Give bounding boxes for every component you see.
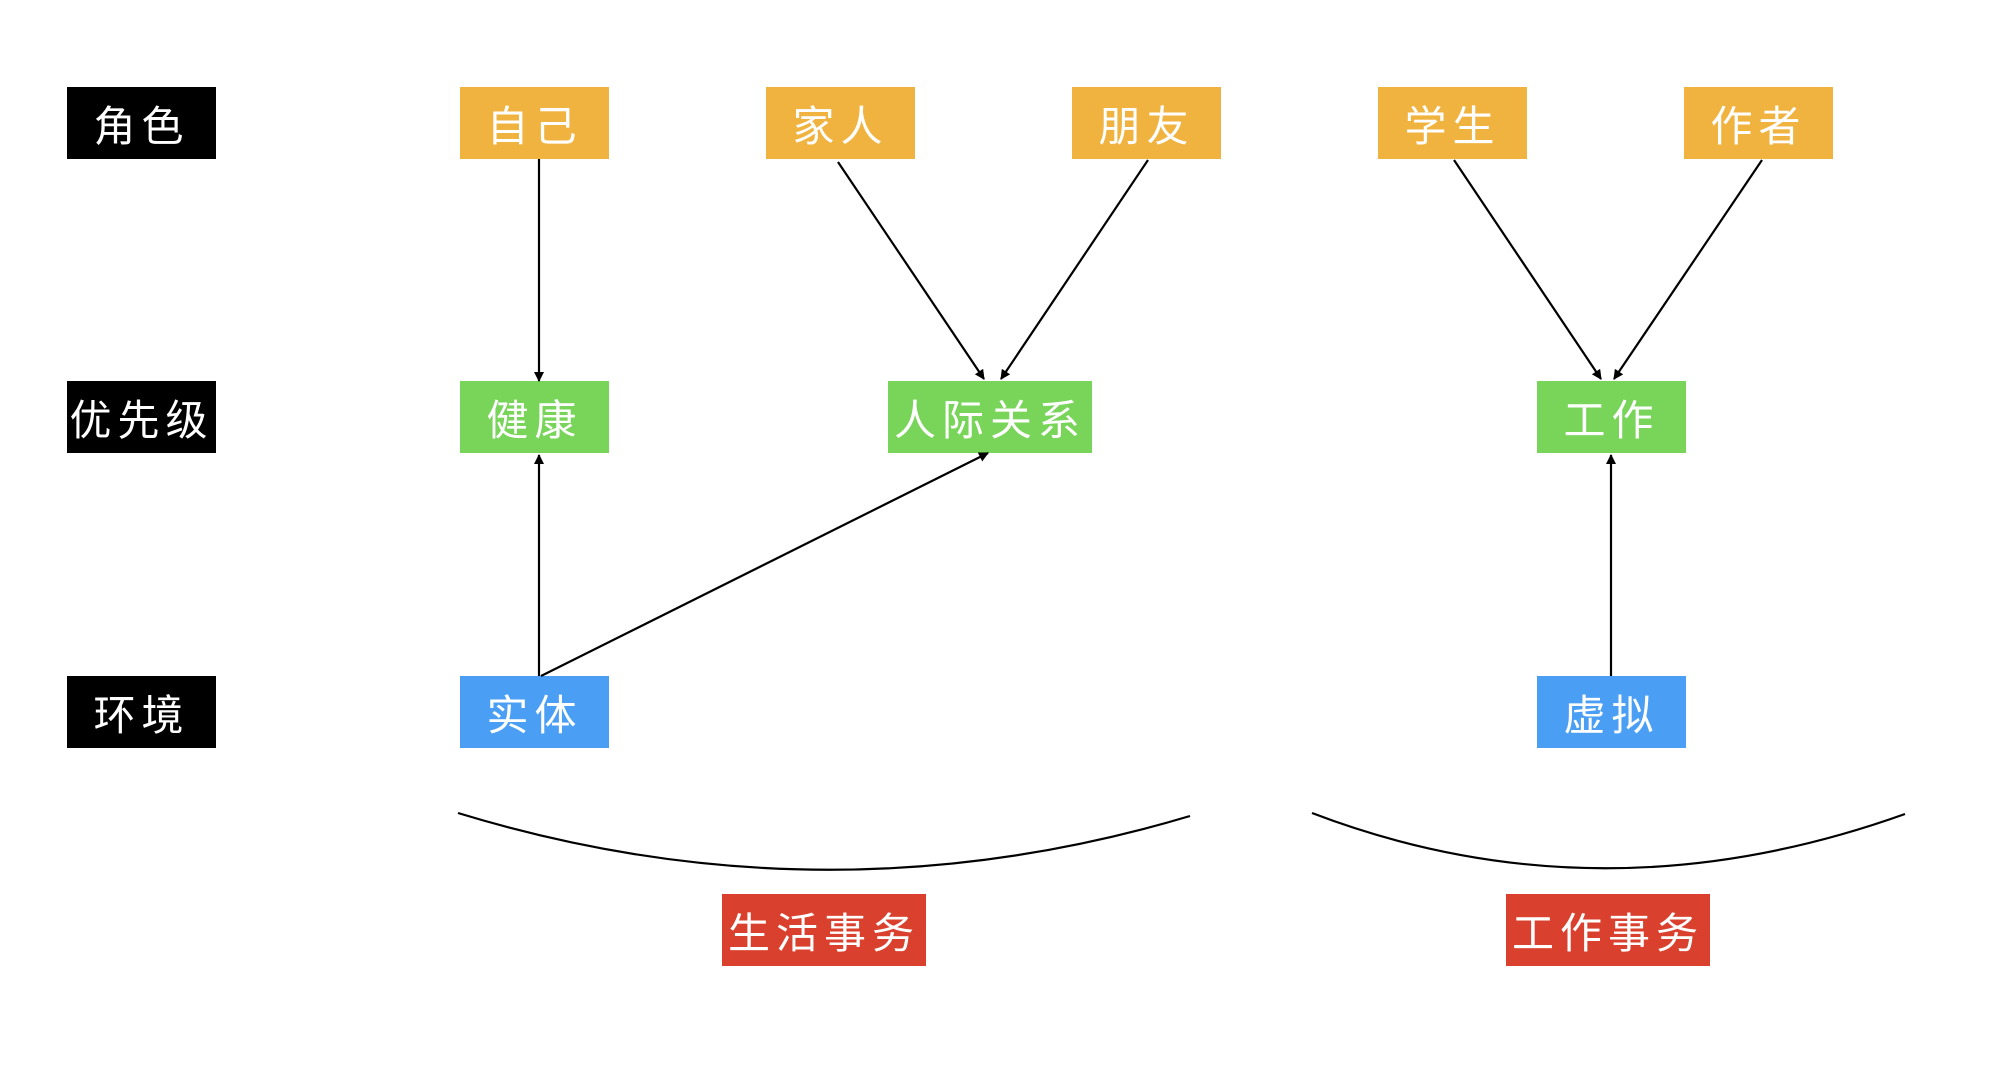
environment-physical: 实体 <box>460 676 609 748</box>
row-label-role: 角色 <box>67 87 216 159</box>
arrow-physical-to-relationships <box>540 452 989 677</box>
priority-work: 工作 <box>1537 381 1686 453</box>
role-friend: 朋友 <box>1072 87 1221 159</box>
role-family: 家人 <box>766 87 915 159</box>
role-author: 作者 <box>1684 87 1833 159</box>
life-brace <box>457 811 1191 871</box>
group-life-affairs: 生活事务 <box>722 894 926 966</box>
arrow-friend-to-relationships <box>1000 159 1149 380</box>
priority-relationships: 人际关系 <box>888 381 1092 453</box>
work-brace <box>1311 811 1906 870</box>
priority-health: 健康 <box>460 381 609 453</box>
arrow-student-to-work <box>1453 159 1602 380</box>
role-student: 学生 <box>1378 87 1527 159</box>
row-label-environment: 环境 <box>67 676 216 748</box>
environment-virtual: 虚拟 <box>1537 676 1686 748</box>
arrow-author-to-work <box>1613 159 1763 380</box>
group-work-affairs: 工作事务 <box>1506 894 1710 966</box>
row-label-priority: 优先级 <box>67 381 216 453</box>
arrow-family-to-relationships <box>837 161 985 380</box>
role-self: 自己 <box>460 87 609 159</box>
